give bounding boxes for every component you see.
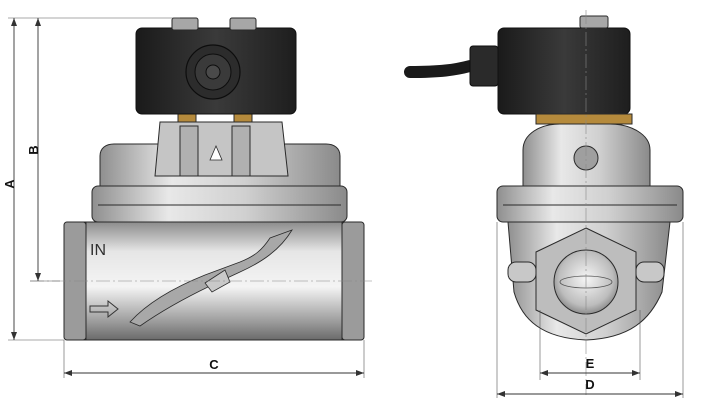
dimension-e-label: E	[586, 356, 595, 371]
dimension-c-label: C	[209, 357, 219, 372]
solenoid-tube-housing	[154, 121, 289, 177]
end-bonnet	[535, 113, 633, 125]
connector-coil	[497, 27, 631, 115]
dimension-lines: A B C E D	[2, 17, 684, 398]
dimension-d-label: D	[585, 377, 594, 392]
side-view: IN	[63, 17, 365, 341]
end-flange	[496, 185, 684, 223]
dimension-a-label: A	[2, 179, 17, 189]
inlet-marking: IN	[90, 242, 106, 259]
cable-gland	[469, 45, 499, 87]
top-stud-left	[171, 17, 199, 31]
power-cable	[404, 60, 476, 78]
top-stud-right	[229, 17, 257, 31]
lower-flange	[91, 185, 348, 223]
end-view	[404, 15, 684, 341]
dimension-b-label: B	[26, 145, 41, 154]
flow-direction-arrow	[89, 299, 119, 319]
diaphragm-passage	[129, 229, 293, 327]
